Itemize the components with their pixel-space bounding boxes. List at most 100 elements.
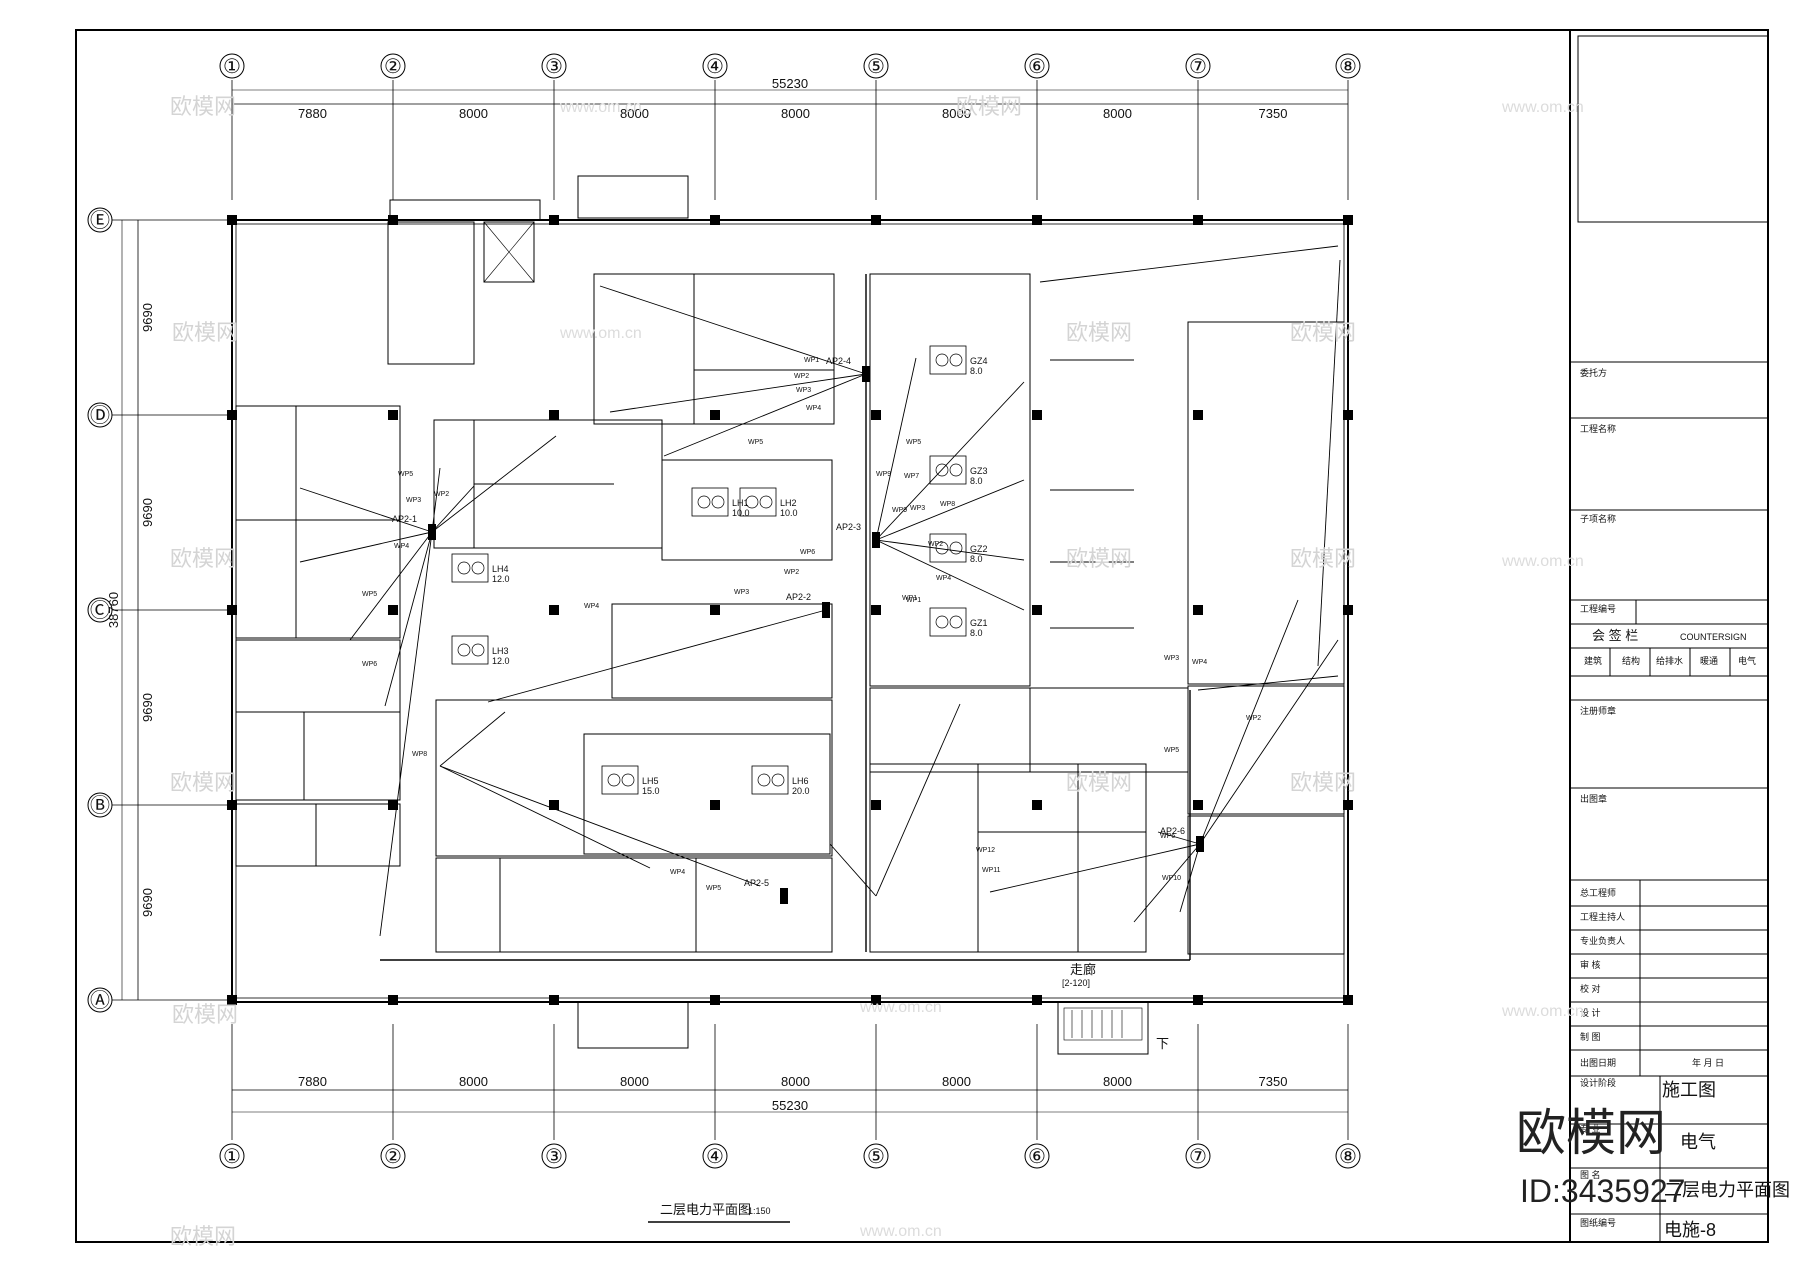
structural-column [549, 215, 559, 225]
row-axis-bubble [87, 402, 113, 428]
watermark-brand: 欧模网 [170, 94, 236, 119]
structural-column [1193, 605, 1203, 615]
column-axis-label: ⑤ [867, 1146, 885, 1168]
equipment-fan [949, 615, 963, 629]
column-axis-label: ① [223, 1146, 241, 1168]
column-axis-label: ④ [706, 1146, 724, 1168]
equipment-unit [601, 765, 639, 795]
equipment-unit [451, 553, 489, 583]
equipment-fan [757, 773, 771, 787]
total-height-text: 38760 [106, 592, 121, 628]
circuit-label: WP4 [1192, 659, 1207, 666]
watermark-brand: 欧模网 [1290, 320, 1356, 345]
equipment-fan [457, 561, 471, 575]
span-dimension-text: 8000 [620, 1074, 649, 1089]
structural-column [227, 995, 237, 1005]
equipment-unit [929, 345, 967, 375]
watermark-url: www.om.cn [1501, 1003, 1584, 1020]
circuit-label: WP6 [800, 549, 815, 556]
span-dimension-text: 8000 [1103, 1074, 1132, 1089]
role-7: 制 图 [1580, 1031, 1601, 1042]
watermark-url: www.om.cn [859, 1223, 942, 1240]
panel-label: AP2-4 [826, 356, 851, 366]
watermarks: 欧模网欧模网欧模网欧模网欧模网欧模网欧模网欧模网欧模网欧模网欧模网欧模网欧模网w… [170, 94, 1584, 1249]
equipment-tag: LH3 [492, 646, 509, 656]
discipline-value: 电气 [1680, 1132, 1716, 1152]
building-walls [231, 175, 1349, 1055]
watermark-brand: 欧模网 [1066, 320, 1132, 345]
drawing-name-label: 图 名 [1580, 1169, 1601, 1180]
span-dimension-text: 7350 [1259, 1074, 1288, 1089]
discipline-2: 结构 [1622, 655, 1640, 666]
circuit-label: WP9 [876, 471, 891, 478]
column-axis-bubble [541, 1143, 567, 1169]
equipment-value: 8.0 [970, 476, 983, 486]
structural-column [388, 605, 398, 615]
sheet-border [75, 29, 1769, 1243]
equipment-value: 15.0 [642, 786, 660, 796]
span-dimension-text: 8000 [1103, 106, 1132, 121]
span-dimension-text: 8000 [942, 1074, 971, 1089]
circuit-label: WP5 [706, 885, 721, 892]
row-axis-label: Ⓔ [90, 209, 110, 232]
circuit-label: WP6 [362, 661, 377, 668]
total-width-text: 55230 [772, 1098, 808, 1113]
structural-column [1193, 410, 1203, 420]
panel-label: AP2-2 [786, 592, 811, 602]
watermark-brand: 欧模网 [170, 546, 236, 571]
distribution-panel [862, 366, 870, 382]
structural-column [871, 995, 881, 1005]
circuit-label: WP2 [928, 541, 943, 548]
equipment-fan [607, 773, 621, 787]
equipment-fan [457, 643, 471, 657]
equipment-tag: LH2 [780, 498, 797, 508]
row-span-text: 9690 [140, 888, 155, 917]
structural-column [1193, 995, 1203, 1005]
column-axis-bubble [863, 53, 889, 79]
circuit-label: WP12 [976, 847, 995, 854]
circuit-label: WP7 [904, 473, 919, 480]
span-dimension-text: 8000 [459, 1074, 488, 1089]
watermark-brand: 欧模网 [1290, 770, 1356, 795]
equipment-value: 10.0 [780, 508, 798, 518]
equipment-fan [949, 353, 963, 367]
watermark-url: www.om.cn [1501, 553, 1584, 570]
column-axis-label: ⑦ [1189, 56, 1207, 78]
circuit-label: WP2 [434, 491, 449, 498]
equipment-value: 8.0 [970, 628, 983, 638]
circuit-label: WP5 [398, 471, 413, 478]
column-axis-label: ⑧ [1339, 1146, 1357, 1168]
structural-column [1032, 800, 1042, 810]
circuit-label: WP3 [796, 387, 811, 394]
structural-column [388, 410, 398, 420]
structural-column [710, 410, 720, 420]
column-axis-bubble [541, 53, 567, 79]
distribution-panel [780, 888, 788, 904]
discipline-3: 给排水 [1656, 655, 1683, 666]
column-axis-bubble [863, 1143, 889, 1169]
corridor-name: 走廊 [1070, 962, 1096, 977]
column-axis-bubble [1024, 1143, 1050, 1169]
structural-column [710, 995, 720, 1005]
panel-label: AP2-1 [392, 514, 417, 524]
date-fields: 年 月 日 [1692, 1057, 1724, 1068]
watermark-brand: 欧模网 [172, 320, 238, 345]
watermark-brand: 欧模网 [1066, 770, 1132, 795]
circuit-label: WP4 [806, 405, 821, 412]
equipment-fan [471, 561, 485, 575]
equipment-tag: GZ2 [970, 544, 988, 554]
structural-column [1032, 995, 1042, 1005]
equipment-fan [935, 463, 949, 477]
structural-column [1343, 410, 1353, 420]
role-6: 设 计 [1580, 1007, 1601, 1018]
discipline-1: 建筑 [1584, 655, 1602, 666]
watermark-brand: 欧模网 [956, 94, 1022, 119]
column-axis-bubble [1024, 53, 1050, 79]
circuit-label: WP5 [362, 591, 377, 598]
column-axis-bubble [1335, 53, 1361, 79]
structural-column [871, 605, 881, 615]
watermark-brand: 欧模网 [170, 1224, 236, 1249]
